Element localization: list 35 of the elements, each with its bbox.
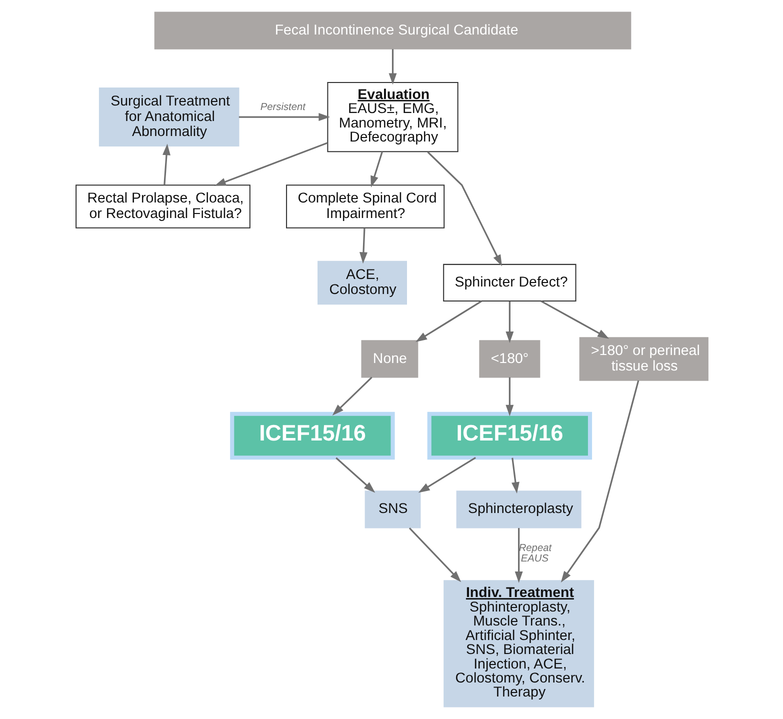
node-box: ICEF15/16 [230,412,394,460]
edge-label: Persistent [260,102,306,113]
node-box: Rectal Prolapse, Cloaca, or Rectovaginal Fistula? [75,184,250,228]
arrow [370,151,382,188]
node-box: None [360,340,418,378]
arrow [418,457,476,493]
arrow [426,151,502,266]
arrow [238,113,330,122]
arrow [358,228,367,264]
node-box: Complete Spinal Cord Impairment? [286,184,444,228]
arrow [511,458,519,494]
arrow [332,376,372,416]
arrow [388,49,396,85]
node-box: >180° or perineal tissue loss [578,337,708,381]
node-box: Sphincter Defect? [442,264,576,302]
arrow [505,377,514,416]
arrow [560,380,639,582]
node-box: Surgical Treatment for Anatomical Abnormality [98,88,239,146]
arrow [415,300,482,342]
arrow [408,527,461,582]
node-box: Evaluation EAUS±, EMG, Manometry, MRI, Defecography [326,82,458,152]
node-box: <180° [478,340,540,378]
edge-label: Repeat EAUS [518,543,552,564]
arrow [335,457,375,493]
node-box: Indiv. Treatment Sphinteroplasty, Muscle Trans., Artificial Sphinter, SNS, Biomaterial Injection, ACE, Colostomy, Conserv. Therapy [443,580,594,708]
arrow [505,301,514,343]
node-box: ACE, Colostomy [317,260,406,305]
node-box: Sphincteroplasty [456,490,581,528]
arrow [514,528,522,583]
node-box: ICEF15/16 [426,412,592,460]
node-box: Fecal Incontinence Surgical Candidate [154,12,631,50]
arrow [214,142,328,186]
arrow [540,300,609,339]
node-box: SNS [364,490,420,528]
arrow [162,144,170,185]
